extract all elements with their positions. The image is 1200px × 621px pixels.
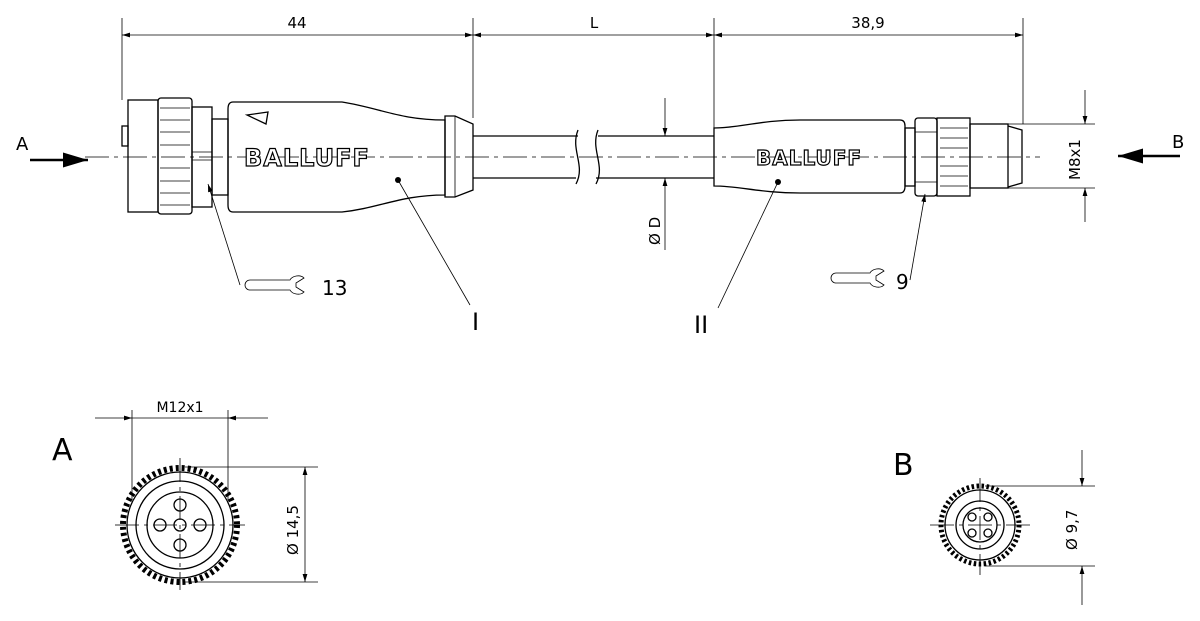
leaders: I II: [207, 177, 926, 339]
dim-44: 44: [287, 14, 306, 32]
m8-dim: M8x1: [1008, 90, 1095, 222]
cable: [473, 129, 714, 185]
dim-9-7: Ø 9,7: [1063, 510, 1081, 550]
top-dimensions: 44 L 38,9: [121, 14, 1024, 130]
view-b-label: B: [893, 448, 914, 483]
arrow-a-label: A: [16, 134, 29, 155]
wrench-9-icon: [830, 268, 885, 288]
arrow-b-label: B: [1172, 132, 1184, 153]
view-b: B Ø 9,7: [893, 448, 1095, 605]
cable-diameter-dim: Ø D: [646, 98, 668, 250]
wrench-9-label: 9: [896, 270, 909, 294]
dim-l: L: [590, 14, 599, 32]
wrench-13-icon: [244, 275, 305, 295]
dim-38-9: 38,9: [851, 14, 884, 32]
wrench-13-label: 13: [322, 276, 347, 300]
dim-m8x1: M8x1: [1066, 139, 1084, 180]
view-a: A M12x1 Ø 14,5: [52, 400, 318, 590]
part-i-label: I: [472, 308, 479, 336]
part-ii-label: II: [694, 311, 708, 339]
dim-14-5: Ø 14,5: [284, 505, 302, 555]
left-connector: BALLUFF: [121, 97, 474, 215]
dim-m12x1: M12x1: [156, 400, 203, 416]
right-connector: BALLUFF: [713, 117, 1023, 197]
left-logo: BALLUFF: [244, 144, 370, 172]
right-logo: BALLUFF: [756, 146, 862, 170]
view-a-label: A: [52, 433, 73, 468]
dim-cable-diameter: Ø D: [646, 217, 664, 245]
